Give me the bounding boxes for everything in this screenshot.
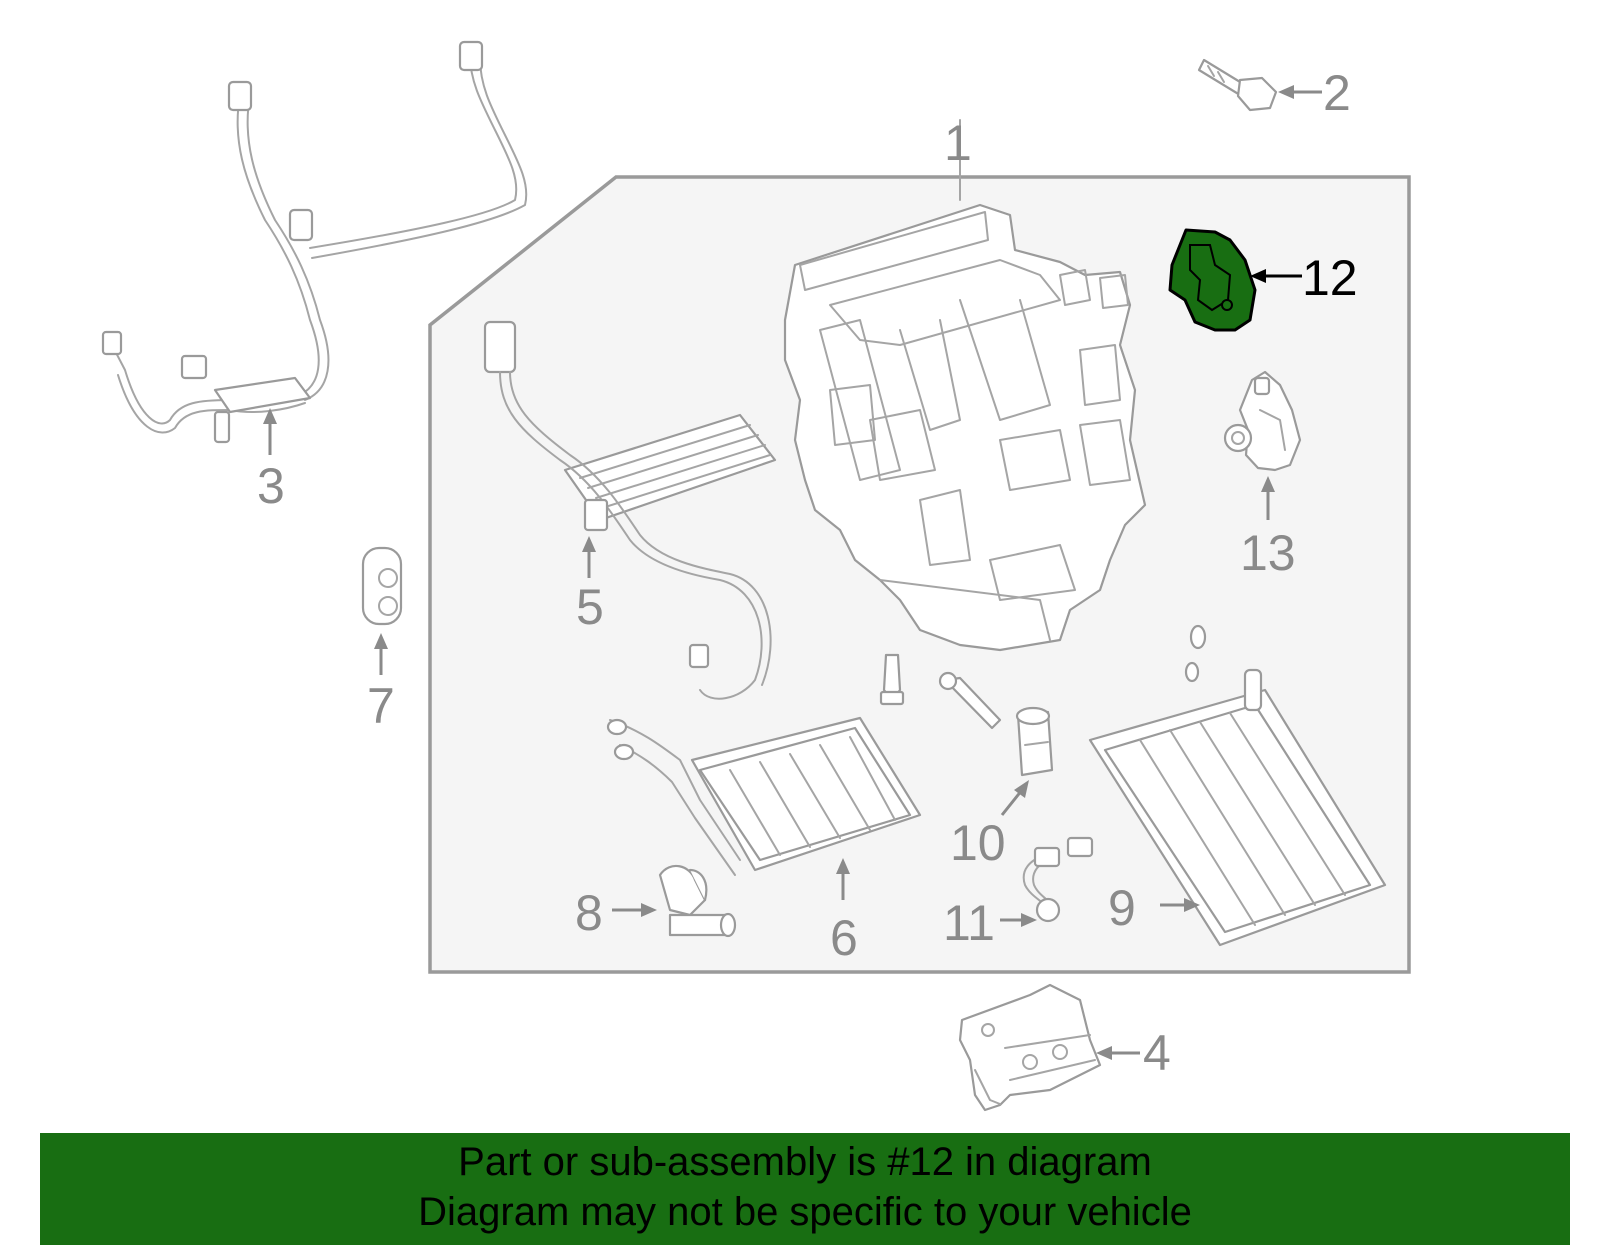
- callout-13: 13: [1240, 525, 1296, 581]
- part-9-evaporator[interactable]: [1088, 668, 1387, 947]
- part-6-heater-core[interactable]: [606, 716, 922, 876]
- part-3-wire-harness[interactable]: [101, 40, 528, 444]
- part-2-bolt[interactable]: [1197, 58, 1278, 112]
- part-4-bracket[interactable]: [958, 983, 1102, 1112]
- callout-9: 9: [1108, 880, 1136, 936]
- part-12-highlighted[interactable]: [1168, 228, 1257, 332]
- callout-2: 2: [1323, 65, 1351, 121]
- callout-3: 3: [257, 458, 285, 514]
- callout-4: 4: [1143, 1025, 1171, 1081]
- small-fasteners[interactable]: [879, 624, 1207, 730]
- callout-12: 12: [1302, 250, 1358, 306]
- part-7-grommet[interactable]: [361, 546, 403, 626]
- part-8-valve[interactable]: [658, 864, 737, 938]
- callout-8: 8: [575, 885, 603, 941]
- part-11-sensor-wire[interactable]: [1022, 836, 1094, 923]
- part-1-hvac-unit[interactable]: [783, 203, 1147, 652]
- callout-7: 7: [367, 678, 395, 734]
- banner-line-1: Part or sub-assembly is #12 in diagram: [458, 1140, 1152, 1184]
- callout-6: 6: [830, 910, 858, 966]
- callout-11: 11: [943, 895, 995, 951]
- part-13-actuator[interactable]: [1223, 370, 1302, 472]
- callout-10: 10: [950, 815, 1006, 871]
- banner-line-2: Diagram may not be specific to your vehi…: [418, 1190, 1192, 1234]
- callout-5: 5: [576, 579, 604, 635]
- callout-1: 1: [944, 115, 972, 171]
- part-10-sensor[interactable]: [1015, 706, 1054, 777]
- part-5-heater-harness[interactable]: [483, 320, 777, 700]
- info-banner: Part or sub-assembly is #12 in diagram D…: [40, 1133, 1570, 1245]
